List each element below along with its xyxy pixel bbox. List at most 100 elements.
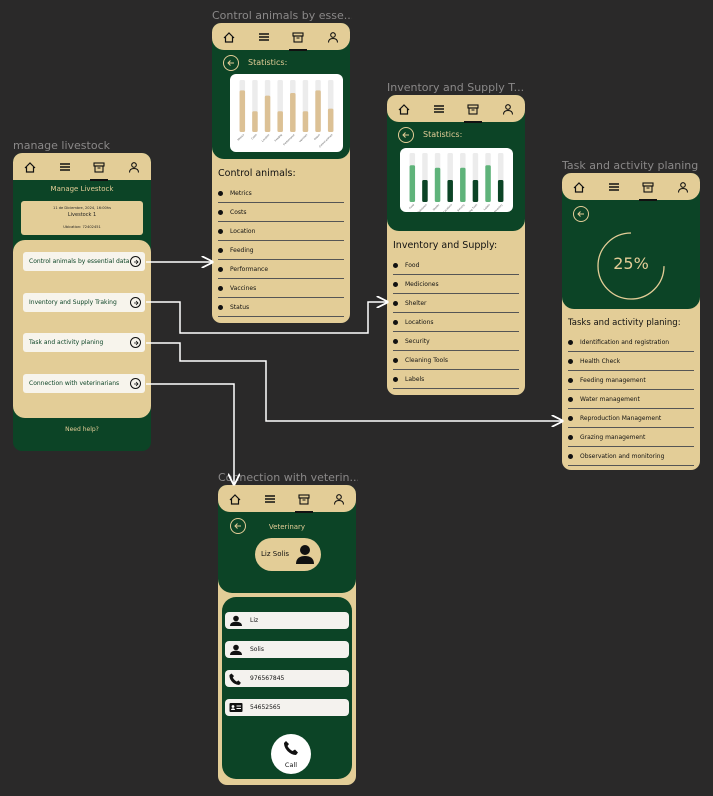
list-item[interactable]: Status bbox=[218, 298, 344, 317]
bar bbox=[264, 95, 271, 132]
menu-icon bbox=[608, 182, 619, 191]
progress-arc bbox=[597, 232, 665, 300]
bullet-icon bbox=[568, 396, 573, 402]
list-item-label: Reproduction Management bbox=[580, 414, 662, 422]
control-animals-label: Control animals by essential data bbox=[29, 258, 130, 265]
nav-user-icon[interactable] bbox=[328, 488, 350, 510]
list-item[interactable]: Identification and registration bbox=[568, 333, 694, 352]
list-item[interactable]: Security bbox=[393, 332, 519, 351]
nav-archive-icon[interactable] bbox=[287, 26, 309, 51]
nav-archive-icon[interactable] bbox=[637, 176, 659, 201]
vet-field[interactable]: 54652565 bbox=[225, 699, 349, 716]
task-planing-button[interactable]: Task and activity planing bbox=[23, 333, 145, 352]
bullet-icon bbox=[568, 358, 573, 364]
vet-field-value: 976567845 bbox=[250, 675, 285, 682]
arrow-right-icon bbox=[130, 297, 141, 308]
list-item-label: Metrics bbox=[230, 189, 252, 197]
nav-archive-icon[interactable] bbox=[88, 156, 110, 181]
nav-user-icon[interactable] bbox=[497, 98, 519, 120]
nav-menu-icon[interactable] bbox=[253, 26, 275, 48]
bullet-icon bbox=[218, 228, 223, 234]
vet-profile-chip: Liz Solis bbox=[255, 538, 321, 571]
list-item-label: Feeding bbox=[230, 246, 254, 254]
nav-home-icon[interactable] bbox=[224, 488, 246, 510]
user-icon bbox=[677, 181, 688, 193]
nav-user-icon[interactable] bbox=[322, 26, 344, 48]
call-button[interactable]: Call bbox=[271, 734, 311, 774]
bullet-icon bbox=[393, 357, 398, 363]
bullet-icon bbox=[393, 376, 398, 382]
nav-user-icon[interactable] bbox=[123, 156, 145, 178]
list-item[interactable]: Costs bbox=[218, 203, 344, 222]
nav-menu-icon[interactable] bbox=[428, 98, 450, 120]
list-item[interactable]: Metrics bbox=[218, 184, 344, 203]
help-link[interactable]: Need help? bbox=[65, 426, 99, 433]
frame-title-control: Control animals by esse... bbox=[212, 9, 352, 22]
list-item[interactable]: Location bbox=[218, 222, 344, 241]
list-title: Inventory and Supply: bbox=[393, 240, 498, 251]
list-item[interactable]: Vaccines bbox=[218, 279, 344, 298]
nav-archive-icon[interactable] bbox=[293, 488, 315, 513]
control-animals-button[interactable]: Control animals by essential data bbox=[23, 252, 145, 271]
list-item[interactable]: Grazing management bbox=[568, 428, 694, 447]
list-item[interactable]: Mediciones bbox=[393, 275, 519, 294]
back-button[interactable] bbox=[398, 127, 414, 143]
list-item[interactable]: Labels bbox=[393, 370, 519, 389]
list-title: Tasks and activity planing: bbox=[568, 318, 681, 328]
list-item[interactable]: Health Check bbox=[568, 352, 694, 371]
vet-field[interactable]: 976567845 bbox=[225, 670, 349, 687]
list-item[interactable]: Shelter bbox=[393, 294, 519, 313]
inventory-supply-button[interactable]: Inventory and Supply Traking bbox=[23, 293, 145, 312]
user-icon bbox=[333, 493, 344, 505]
back-button[interactable] bbox=[573, 206, 589, 222]
avatar-icon bbox=[296, 545, 314, 564]
vet-field[interactable]: Liz bbox=[225, 612, 349, 629]
phone-icon bbox=[284, 741, 298, 755]
back-button[interactable] bbox=[223, 55, 239, 71]
veterinarians-button[interactable]: Connection with veterinarians bbox=[23, 374, 145, 393]
list-item-label: Health Check bbox=[580, 357, 621, 365]
archive-icon bbox=[642, 181, 654, 193]
connector-tasks bbox=[146, 342, 562, 421]
list-item[interactable]: Observation and monitoring bbox=[568, 447, 694, 466]
bar bbox=[302, 111, 309, 132]
task-planing-label: Task and activity planing bbox=[29, 339, 104, 346]
list-item[interactable]: Water management bbox=[568, 390, 694, 409]
nav-menu-icon[interactable] bbox=[259, 488, 281, 510]
nav-home-icon[interactable] bbox=[218, 26, 240, 48]
veterinarians-label: Connection with veterinarians bbox=[29, 380, 120, 387]
nav-menu-icon[interactable] bbox=[54, 156, 76, 178]
nav-user-icon[interactable] bbox=[672, 176, 694, 198]
back-button[interactable] bbox=[230, 518, 246, 534]
bar bbox=[422, 179, 428, 202]
nav-menu-icon[interactable] bbox=[603, 176, 625, 198]
bullet-icon bbox=[393, 281, 398, 287]
list-item-label: Shelter bbox=[405, 299, 427, 307]
vet-heading: Veterinary bbox=[268, 523, 306, 531]
nav-archive-icon[interactable] bbox=[462, 98, 484, 123]
tick-label: Inventory bbox=[493, 202, 504, 212]
list-item[interactable]: Cleaning Tools bbox=[393, 351, 519, 370]
list-item-label: Water management bbox=[580, 395, 640, 403]
list-item-label: Identification and registration bbox=[580, 338, 670, 346]
vet-field[interactable]: Solis bbox=[225, 641, 349, 658]
nav-home-icon[interactable] bbox=[568, 176, 590, 198]
bar bbox=[252, 111, 258, 132]
nav-home-icon[interactable] bbox=[19, 156, 41, 178]
list-item[interactable]: Reproduction Management bbox=[568, 409, 694, 428]
bullet-icon bbox=[393, 262, 398, 268]
list-item[interactable]: Performance bbox=[218, 260, 344, 279]
list-item[interactable]: Feeding bbox=[218, 241, 344, 260]
bar bbox=[290, 93, 296, 132]
bar bbox=[434, 167, 441, 202]
nav-home-icon[interactable] bbox=[393, 98, 415, 120]
connector-inventory bbox=[146, 302, 387, 334]
bullet-icon bbox=[568, 415, 573, 421]
page-title: Manage Livestock bbox=[50, 185, 114, 193]
home-icon bbox=[229, 493, 241, 505]
list-item[interactable]: Feeding management bbox=[568, 371, 694, 390]
home-icon bbox=[223, 31, 235, 43]
frame-title-vet: Connection with veterin... bbox=[218, 471, 358, 484]
list-item[interactable]: Food bbox=[393, 256, 519, 275]
list-item[interactable]: Locations bbox=[393, 313, 519, 332]
